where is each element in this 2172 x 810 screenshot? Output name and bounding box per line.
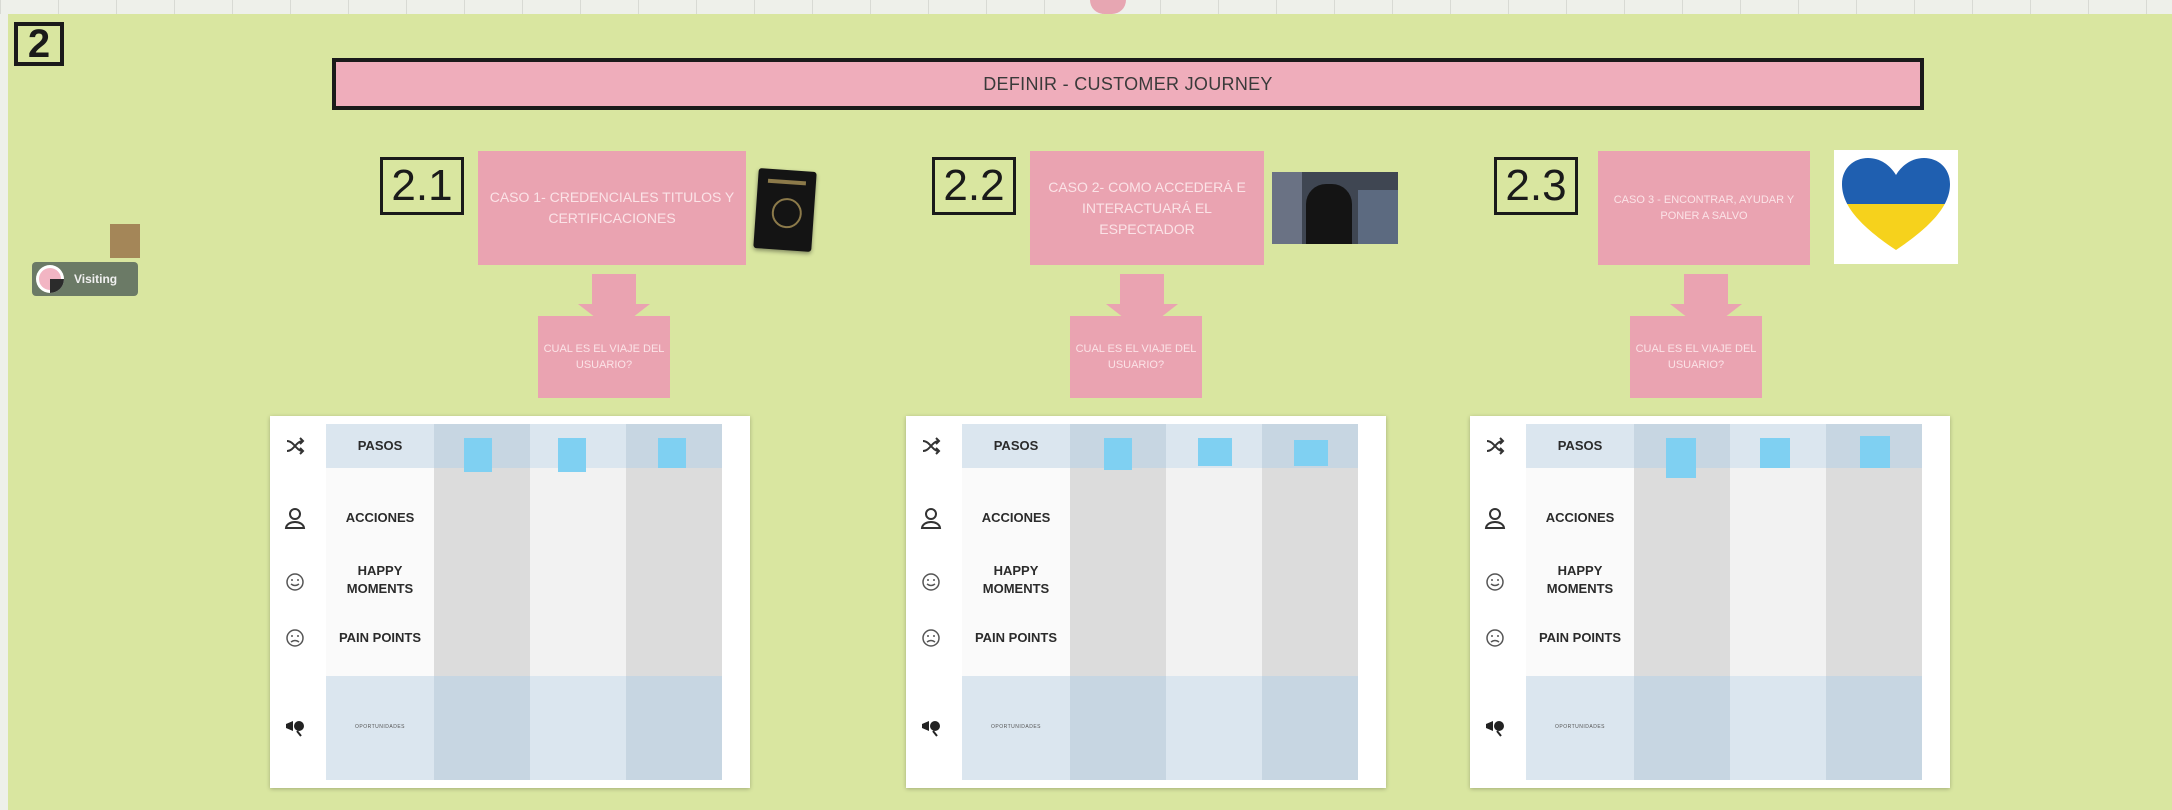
op-col-1 [1070, 676, 1166, 780]
op-col-3 [1826, 676, 1922, 780]
grid-col-1 [1634, 468, 1730, 692]
megaphone-icon [912, 708, 950, 744]
row-label-oportunidades: OPORTUNIDADES [1554, 723, 1606, 730]
row-label-pain: PAIN POINTS [338, 629, 422, 645]
op-col-2 [1730, 676, 1826, 780]
op-band-label [1526, 676, 1634, 780]
case-card-3[interactable]: CASO 3 - ENCONTRAR, AYUDAR Y PONER A SAL… [1598, 151, 1810, 265]
user-avatar [36, 265, 64, 293]
row-label-pain: PAIN POINTS [1538, 629, 1622, 645]
journey-map-3[interactable]: PASOS ACCIONES HAPPY MOMENTS PAIN POINTS… [1470, 416, 1950, 788]
op-col-1 [1634, 676, 1730, 780]
grid-col-3 [1262, 468, 1358, 692]
grid-col-3 [626, 468, 722, 692]
smile-icon [912, 564, 950, 600]
row-label-oportunidades: OPORTUNIDADES [354, 723, 406, 730]
row-label-acciones: ACCIONES [345, 509, 415, 525]
frown-icon [912, 620, 950, 656]
sticky-note[interactable] [1104, 438, 1132, 470]
sticky-note[interactable] [1860, 436, 1890, 468]
question-card-1[interactable]: CUAL ES EL VIAJE DEL USUARIO? [538, 316, 670, 398]
question-card-3[interactable]: CUAL ES EL VIAJE DEL USUARIO? [1630, 316, 1762, 398]
row-label-pain: PAIN POINTS [974, 629, 1058, 645]
grid-col-1 [1070, 468, 1166, 692]
journey-map-2[interactable]: PASOS ACCIONES HAPPY MOMENTS PAIN POINTS… [906, 416, 1386, 788]
frown-icon [1476, 620, 1514, 656]
shuffle-icon [912, 428, 950, 464]
row-label-pasos: PASOS [1557, 437, 1603, 453]
canvas-grid [0, 0, 2172, 14]
top-shape[interactable] [1090, 0, 1126, 14]
row-label-pasos: PASOS [993, 437, 1039, 453]
grid-col-2 [1730, 468, 1826, 692]
cursor-box [110, 224, 140, 258]
sticky-note[interactable] [1198, 438, 1232, 466]
sticky-note[interactable] [1666, 438, 1696, 478]
op-col-2 [530, 676, 626, 780]
sticky-note[interactable] [558, 438, 586, 472]
passport-image[interactable] [753, 168, 817, 252]
smile-icon [276, 564, 314, 600]
label-col [1526, 468, 1634, 692]
row-label-oportunidades: OPORTUNIDADES [990, 723, 1042, 730]
heart-icon [1842, 158, 1950, 250]
row-label-acciones: ACCIONES [981, 509, 1051, 525]
op-band-label [326, 676, 434, 780]
user-icon [1476, 500, 1514, 536]
label-col [962, 468, 1070, 692]
question-card-2[interactable]: CUAL ES EL VIAJE DEL USUARIO? [1070, 316, 1202, 398]
grid-col-1 [434, 468, 530, 692]
row-label-happy: HAPPY MOMENTS [346, 562, 414, 596]
spectator-photo[interactable] [1272, 172, 1398, 244]
pasos-band [962, 424, 1070, 468]
row-label-pasos: PASOS [357, 437, 403, 453]
grid-col-2 [1166, 468, 1262, 692]
ukraine-heart-image[interactable] [1834, 150, 1958, 264]
op-col-2 [1166, 676, 1262, 780]
op-col-3 [626, 676, 722, 780]
row-label-happy: HAPPY MOMENTS [982, 562, 1050, 596]
pasos-band [326, 424, 434, 468]
canvas-grid-left [0, 14, 8, 810]
pasos-band [1526, 424, 1634, 468]
sticky-note[interactable] [1760, 438, 1790, 468]
row-label-acciones: ACCIONES [1545, 509, 1615, 525]
megaphone-icon [276, 708, 314, 744]
op-col-1 [434, 676, 530, 780]
sticky-note[interactable] [1294, 440, 1328, 466]
label-col [326, 468, 434, 692]
section-number[interactable]: 2 [14, 22, 64, 66]
case-number-2-3[interactable]: 2.3 [1494, 157, 1578, 215]
sticky-note[interactable] [658, 438, 686, 468]
sticky-note[interactable] [464, 438, 492, 472]
case-card-2[interactable]: CASO 2- COMO ACCEDERÁ E INTERACTUARÁ EL … [1030, 151, 1264, 265]
op-band-label [962, 676, 1070, 780]
megaphone-icon [1476, 708, 1514, 744]
case-number-2-1[interactable]: 2.1 [380, 157, 464, 215]
case-number-2-2[interactable]: 2.2 [932, 157, 1016, 215]
case-card-1[interactable]: CASO 1- CREDENCIALES TITULOS Y CERTIFICA… [478, 151, 746, 265]
grid-col-2 [530, 468, 626, 692]
frown-icon [276, 620, 314, 656]
shuffle-icon [1476, 428, 1514, 464]
journey-map-1[interactable]: PASOS ACCIONES HAPPY MOMENTS PAIN POINTS… [270, 416, 750, 788]
shuffle-icon [276, 428, 314, 464]
header-title[interactable]: DEFINIR - CUSTOMER JOURNEY [332, 58, 1924, 110]
row-label-happy: HAPPY MOMENTS [1546, 562, 1614, 596]
smile-icon [1476, 564, 1514, 600]
user-icon [912, 500, 950, 536]
op-col-3 [1262, 676, 1358, 780]
grid-col-3 [1826, 468, 1922, 692]
user-icon [276, 500, 314, 536]
